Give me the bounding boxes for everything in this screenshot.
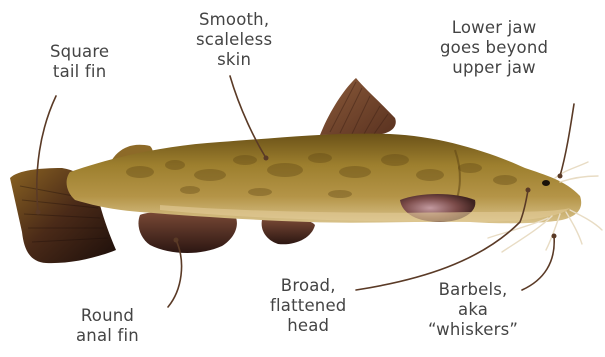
label-tail-line-1: Square <box>50 42 109 62</box>
label-skin-line-3: skin <box>196 50 272 70</box>
label-anal-fin: Round anal fin <box>76 306 139 346</box>
label-skin-line-1: Smooth, <box>196 10 272 30</box>
label-skin-line-2: scaleless <box>196 30 272 50</box>
label-head-line-2: flattened <box>270 296 346 316</box>
label-lower-jaw: Lower jaw goes beyond upper jaw <box>440 18 548 78</box>
label-barbels-line-2: aka <box>428 300 518 320</box>
label-barbels: Barbels, aka “whiskers” <box>428 280 518 340</box>
label-skin: Smooth, scaleless skin <box>196 10 272 70</box>
label-anal-line-1: Round <box>76 306 139 326</box>
label-head-line-1: Broad, <box>270 276 346 296</box>
label-jaw-line-1: Lower jaw <box>440 18 548 38</box>
label-tail-line-2: tail fin <box>50 62 109 82</box>
label-head: Broad, flattened head <box>270 276 346 336</box>
label-anal-line-2: anal fin <box>76 326 139 346</box>
label-barbels-line-1: Barbels, <box>428 280 518 300</box>
label-tail-fin: Square tail fin <box>50 42 109 82</box>
eye <box>542 180 550 186</box>
label-head-line-3: head <box>270 316 346 336</box>
label-barbels-line-3: “whiskers” <box>428 320 518 340</box>
dorsal-fin <box>320 78 396 135</box>
pelvic-fin <box>262 218 315 244</box>
label-jaw-line-3: upper jaw <box>440 58 548 78</box>
label-jaw-line-2: goes beyond <box>440 38 548 58</box>
leader-jaw <box>560 104 574 176</box>
